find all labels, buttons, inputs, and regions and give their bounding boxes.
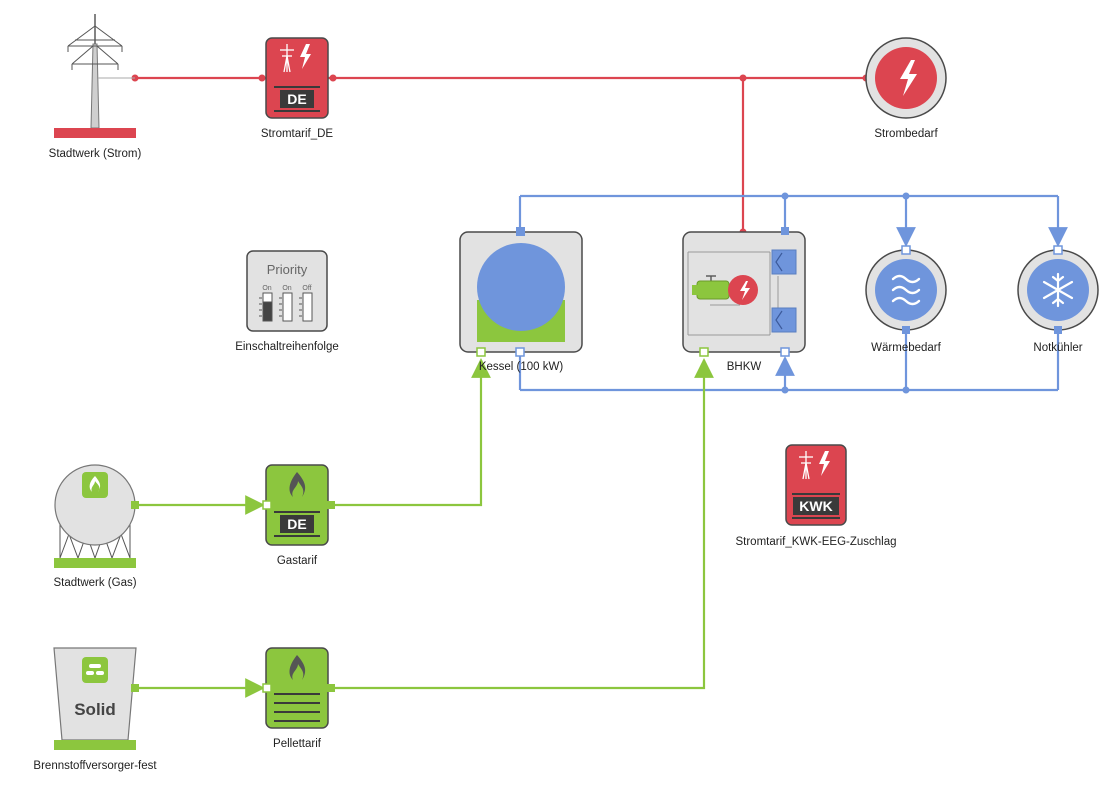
tariff-gas-node[interactable]: DE <box>262 464 335 546</box>
chp-label: BHKW <box>726 361 762 373</box>
tariff-gas-badge: DE <box>287 516 306 532</box>
heat-waves-icon <box>891 274 921 306</box>
lightning-icon <box>900 60 917 96</box>
tariff-kwk-node[interactable]: KWK <box>785 444 847 526</box>
solid-badge: Solid <box>74 700 116 719</box>
boiler-label: Kessel (100 kW) <box>478 361 564 373</box>
pellet-lines-icon <box>274 693 320 722</box>
electric-junctions <box>131 74 870 236</box>
flame-icon <box>289 472 306 497</box>
heat-demand-label: Wärmebedarf <box>871 342 941 354</box>
priority-switches-icon <box>259 292 313 322</box>
grid-gas-label: Stadtwerk (Gas) <box>53 577 137 589</box>
priority-node[interactable]: Priority On On Off <box>246 250 328 332</box>
lightning-icon <box>740 281 750 300</box>
tariff-power-pylon-icon <box>280 44 294 73</box>
heat-demand-node[interactable] <box>865 245 947 334</box>
electric-lines <box>135 76 865 232</box>
priority-switch-2-label: On <box>282 285 291 292</box>
priority-switch-1-label: On <box>262 285 271 292</box>
snowflake-icon <box>1042 272 1074 308</box>
lightning-icon <box>300 44 311 69</box>
flame-icon <box>289 655 306 680</box>
tariff-gas-label: Gastarif <box>276 555 318 567</box>
tariff-power-node[interactable]: DE <box>265 37 329 119</box>
grid-power-bar <box>54 128 136 138</box>
heat-lines <box>518 194 1068 392</box>
fuel-line-gas-to-boiler <box>333 358 491 507</box>
fuel-line-pellet-to-chp <box>333 358 714 690</box>
engine-icon <box>692 275 730 300</box>
tariff-kwk-label: Stromtarif_KWK-EEG-Zuschlag <box>735 536 897 548</box>
solid-supplier-node[interactable]: Solid <box>53 647 139 750</box>
chp-node[interactable] <box>682 227 806 357</box>
boiler-tank-icon <box>477 243 565 331</box>
power-demand-node[interactable] <box>865 37 947 119</box>
heat-junctions <box>781 192 910 394</box>
fuel-pellet-icon <box>86 664 104 675</box>
fuel-lines <box>135 358 714 698</box>
tariff-pellet-node[interactable] <box>262 647 335 729</box>
solid-supplier-label: Brennstoffversorger-fest <box>33 760 157 772</box>
chp-wiring <box>687 251 779 336</box>
tariff-pellet-label: Pellettarif <box>273 738 321 750</box>
tariff-power-badge: DE <box>287 91 306 107</box>
grid-gas-node[interactable] <box>54 464 139 568</box>
power-demand-label: Strombedarf <box>874 128 938 140</box>
boiler-node[interactable] <box>459 227 583 357</box>
lightning-icon <box>819 451 830 476</box>
tariff-kwk-badge: KWK <box>799 498 832 514</box>
priority-switch-3-label: Off <box>302 285 311 292</box>
cooler-label: Notkühler <box>1033 342 1083 354</box>
priority-title: Priority <box>267 262 308 277</box>
grid-power-node[interactable] <box>54 14 136 138</box>
tariff-power-label: Stromtarif_DE <box>260 128 334 140</box>
flame-icon <box>89 476 101 492</box>
tariff-kwk-pylon-icon <box>799 451 813 480</box>
grid-power-label: Stadtwerk (Strom) <box>48 148 142 160</box>
priority-label: Einschaltreihenfolge <box>235 341 339 353</box>
power-pylon-icon <box>67 14 135 129</box>
cooler-node[interactable] <box>1017 245 1099 334</box>
